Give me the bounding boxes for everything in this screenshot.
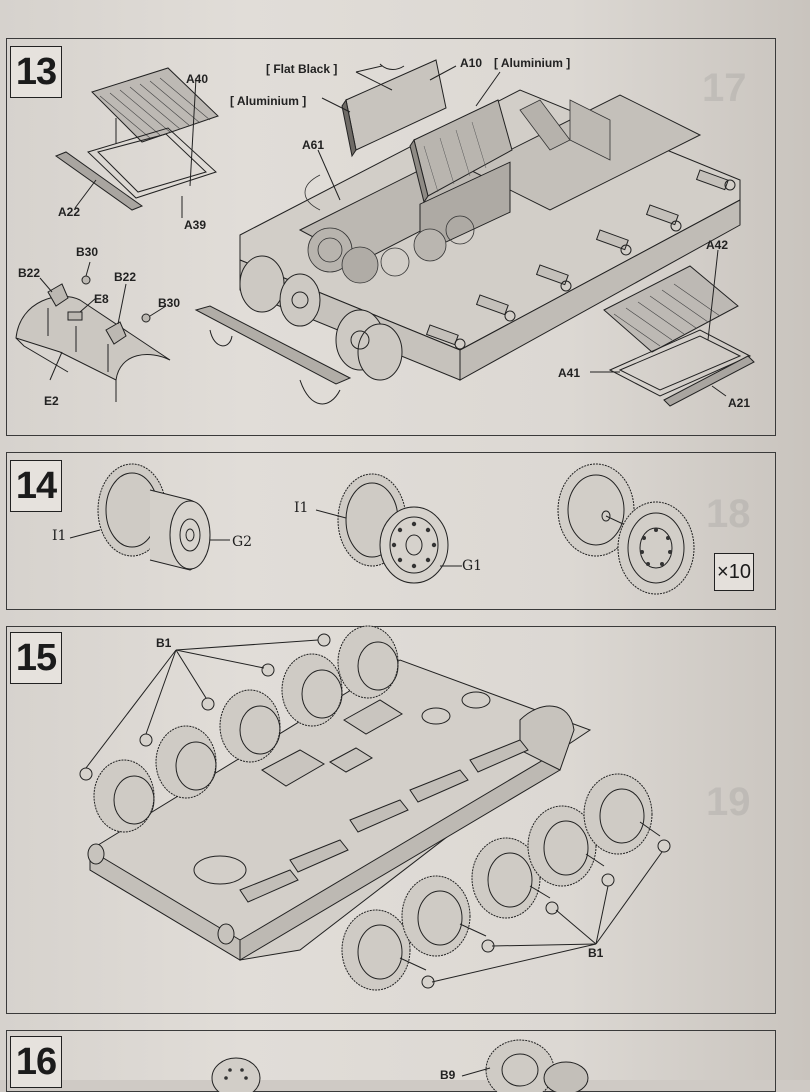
label-b22-right: B22 — [114, 270, 137, 284]
step-number: 15 — [10, 632, 62, 684]
cap-b1 — [657, 839, 671, 853]
bar-a22 — [54, 151, 144, 211]
label-a39: A39 — [184, 218, 207, 232]
label-flat-black: [ Flat Black ] — [266, 62, 338, 76]
label-b30-top: B30 — [76, 245, 99, 259]
bar-a21 — [663, 355, 755, 407]
frame-a41 — [608, 329, 752, 397]
label-aluminium-right: [ Aluminium ] — [494, 56, 571, 70]
frame-a39 — [87, 127, 217, 199]
label-a42: A42 — [706, 238, 729, 252]
label-a22: A22 — [58, 205, 81, 219]
fender-e2 — [15, 295, 171, 381]
bracket-b22 — [47, 283, 69, 307]
label-i1: I1 — [294, 500, 309, 516]
cap-b1 — [545, 901, 559, 915]
bolt-b30 — [141, 313, 151, 323]
cap-b1 — [201, 697, 215, 711]
step-number: 13 — [10, 46, 62, 98]
step-13-panel — [6, 38, 776, 436]
step-number: 16 — [10, 1036, 62, 1088]
engine — [419, 161, 511, 255]
ghost-mark: 19 — [706, 780, 751, 824]
label-i1: I1 — [52, 528, 67, 544]
label-a41: A41 — [558, 366, 581, 380]
label-b22-left: B22 — [18, 266, 41, 280]
bracket-b22 — [105, 321, 127, 345]
part-e8 — [67, 311, 83, 321]
label-a40: A40 — [186, 72, 209, 86]
label-a10: A10 — [460, 56, 483, 70]
front-skid — [194, 305, 352, 385]
grille-a40 — [91, 67, 219, 143]
label-b1: B1 — [588, 946, 604, 960]
label-g1: G1 — [462, 558, 483, 574]
label-e8: E8 — [94, 292, 109, 306]
label-a21: A21 — [728, 396, 751, 410]
label-a61: A61 — [302, 138, 325, 152]
label-b9: B9 — [440, 1068, 456, 1082]
step-14-panel — [6, 452, 776, 610]
ghost-mark: 18 — [706, 492, 751, 536]
road-wheel-assembled — [617, 501, 695, 595]
quantity-badge: ×10 — [714, 553, 754, 591]
cap-b1 — [261, 663, 275, 677]
label-b30-right: B30 — [158, 296, 181, 310]
label-aluminium-left: [ Aluminium ] — [230, 94, 307, 108]
label-b1: B1 — [156, 636, 172, 650]
step-15-panel — [6, 626, 776, 1014]
label-g2: G2 — [232, 534, 253, 550]
step-number: 14 — [10, 460, 62, 512]
ghost-mark: 17 — [702, 66, 747, 110]
label-e2: E2 — [44, 394, 59, 408]
